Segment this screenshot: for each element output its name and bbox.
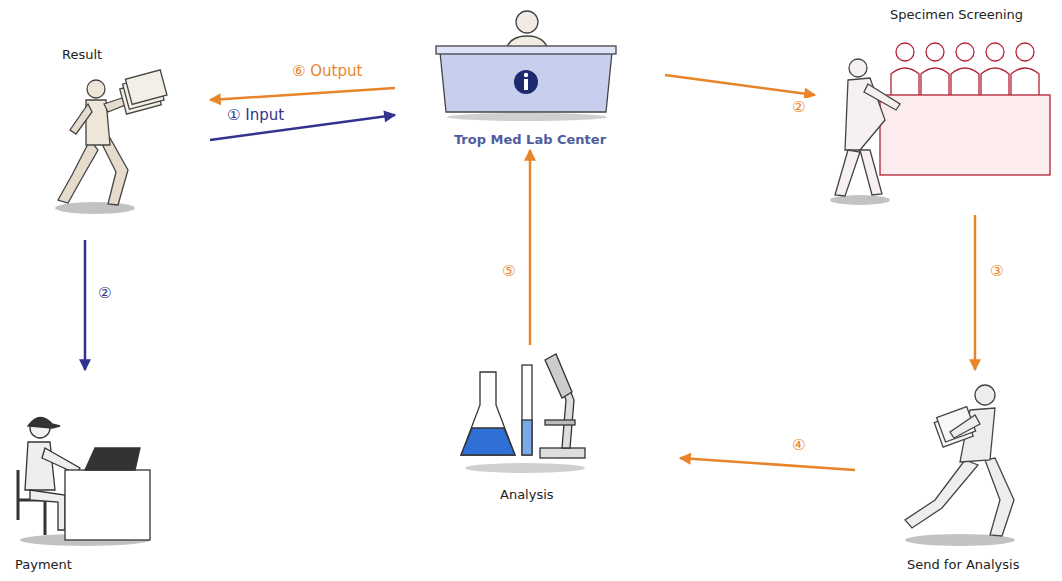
step-caption: Analysis [500, 487, 554, 503]
step-number: ④ [790, 436, 807, 454]
step-number: ⑥ Output [290, 62, 364, 80]
step-number: ⑤ [500, 262, 517, 280]
step-caption: Result [62, 47, 102, 63]
illustrated-step: Result [30, 45, 210, 240]
step-number: ③ [988, 262, 1005, 280]
result-figure [55, 70, 169, 214]
flow-arrow [84, 240, 87, 370]
screening-group [830, 43, 1050, 205]
illustrated-step: Specimen Screening [815, 5, 1057, 215]
flow-arrow [974, 215, 977, 370]
illustrated-step: Analysis [455, 345, 680, 505]
courier-figure [905, 385, 1015, 546]
flow-arrow [529, 150, 532, 345]
flow-arrow [680, 458, 855, 470]
payment-desk [18, 417, 150, 546]
step-caption: Specimen Screening [890, 7, 1023, 23]
flow-arrow [665, 75, 815, 95]
step-number: ② [96, 284, 113, 302]
step-caption: Trop Med Lab Center [454, 132, 606, 148]
lab-glassware [461, 354, 585, 473]
illustrated-step: Payment [5, 370, 155, 575]
illustrated-step: Send for Analysis [855, 370, 1055, 575]
step-caption: Send for Analysis [907, 557, 1019, 573]
step-caption: Payment [15, 557, 72, 573]
illustrated-step: Trop Med Lab Center [395, 0, 665, 150]
flow-arrow [210, 88, 395, 100]
info-desk [436, 11, 616, 121]
step-number: ① Input [225, 106, 286, 124]
step-number: ② [790, 98, 807, 116]
